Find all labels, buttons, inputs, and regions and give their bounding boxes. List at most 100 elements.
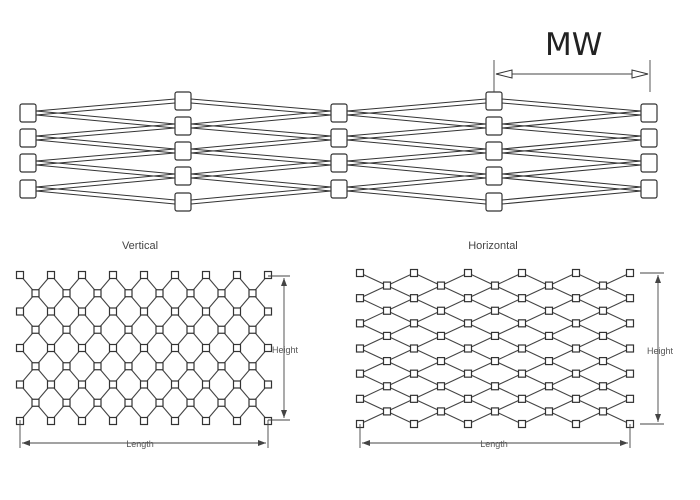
mesh-wire: [359, 360, 388, 375]
mesh-ferrule: [436, 306, 446, 315]
mesh-wire: [440, 398, 469, 412]
cable-wire: [501, 98, 642, 112]
mesh-ferrule: [46, 343, 56, 353]
mesh-wire: [494, 322, 523, 337]
ferrule: [174, 141, 192, 161]
mesh-wire: [602, 348, 631, 362]
cable-wire: [190, 123, 332, 137]
mesh-ferrule: [108, 270, 118, 280]
mesh-ferrule: [625, 294, 635, 303]
mesh-ferrule: [436, 331, 446, 341]
cable-wire: [346, 123, 487, 137]
mesh-ferrule: [15, 307, 25, 316]
mesh-wire: [467, 272, 496, 287]
vertical-title: Vertical: [122, 240, 158, 252]
mesh-wire: [359, 398, 388, 412]
horizontal-length-label: Length: [480, 439, 508, 449]
mesh-wire: [575, 398, 604, 412]
mesh-ferrule: [201, 307, 211, 316]
mesh-wire: [386, 285, 415, 299]
mesh-wire: [494, 335, 523, 349]
mesh-ferrule: [436, 407, 446, 416]
mesh-ferrule: [517, 319, 527, 328]
ferrule: [330, 153, 348, 173]
mesh-ferrule: [124, 325, 133, 334]
mesh-ferrule: [232, 343, 242, 353]
mesh-ferrule: [625, 319, 635, 328]
cable-wire: [190, 110, 332, 125]
mesh-ferrule: [139, 380, 149, 389]
mesh-ferrule: [598, 281, 608, 290]
mesh-wire: [575, 385, 604, 400]
mesh-ferrule: [382, 281, 392, 290]
ferrule: [330, 128, 348, 148]
cable-wire: [501, 173, 642, 188]
mesh-wire: [575, 285, 604, 299]
cable-wire: [501, 135, 642, 150]
mesh-wire: [467, 385, 496, 400]
cable-wire: [35, 148, 176, 162]
cable-wire: [35, 135, 176, 150]
mesh-wire: [386, 335, 415, 349]
mesh-ferrule: [186, 325, 195, 334]
mesh-wire: [494, 285, 523, 299]
mesh-wire: [548, 322, 577, 337]
mesh-wire: [413, 373, 442, 387]
mesh-wire: [494, 398, 523, 412]
mesh-ferrule: [598, 356, 608, 366]
mesh-ferrule: [62, 362, 71, 371]
mesh-ferrule: [170, 270, 180, 280]
mesh-ferrule: [170, 380, 180, 389]
mesh-wire: [548, 373, 577, 387]
mesh-wire: [548, 335, 577, 349]
cable-wire: [346, 190, 487, 205]
mesh-wire: [440, 297, 469, 312]
mesh-wire: [548, 398, 577, 412]
mesh-ferrule: [93, 398, 102, 407]
mesh-ferrule: [217, 362, 226, 371]
mesh-ferrule: [490, 306, 500, 315]
ferrule: [485, 91, 503, 111]
mesh-ferrule: [436, 356, 446, 366]
mesh-wire: [413, 410, 442, 425]
ferrule: [19, 128, 37, 148]
mesh-wire: [494, 348, 523, 362]
mesh-wire: [521, 410, 550, 425]
mesh-wire: [440, 373, 469, 387]
mesh-ferrule: [463, 319, 473, 328]
mesh-wire: [575, 373, 604, 387]
mesh-wire: [386, 385, 415, 400]
cable-wire: [35, 160, 176, 175]
mesh-wire: [602, 360, 631, 375]
mesh-wire: [413, 285, 442, 299]
mesh-wire: [386, 348, 415, 362]
mesh-wire: [413, 348, 442, 362]
mesh-ferrule: [490, 356, 500, 366]
mesh-wire: [467, 348, 496, 362]
mesh-ferrule: [263, 307, 273, 316]
mesh-ferrule: [490, 382, 500, 391]
mesh-wire: [413, 322, 442, 337]
cable-wire: [190, 186, 332, 201]
mesh-wire: [521, 297, 550, 312]
mesh-ferrule: [77, 416, 87, 426]
mesh-ferrule: [46, 380, 56, 389]
mesh-ferrule: [544, 407, 554, 416]
mesh-wire: [386, 322, 415, 337]
mesh-ferrule: [409, 344, 419, 353]
horizontal-height-label: Height: [647, 346, 674, 356]
mesh-wire: [521, 360, 550, 375]
mesh-wire: [467, 310, 496, 324]
mesh-wire: [467, 297, 496, 312]
mesh-wire: [413, 310, 442, 324]
ferrule: [485, 166, 503, 186]
mesh-ferrule: [31, 289, 40, 298]
cable-wire: [35, 98, 176, 112]
mesh-ferrule: [155, 289, 164, 298]
mesh-ferrule: [598, 407, 608, 416]
mesh-wire: [521, 398, 550, 412]
mesh-wire: [386, 410, 415, 425]
mesh-ferrule: [31, 362, 40, 371]
cable-wire: [346, 148, 487, 162]
